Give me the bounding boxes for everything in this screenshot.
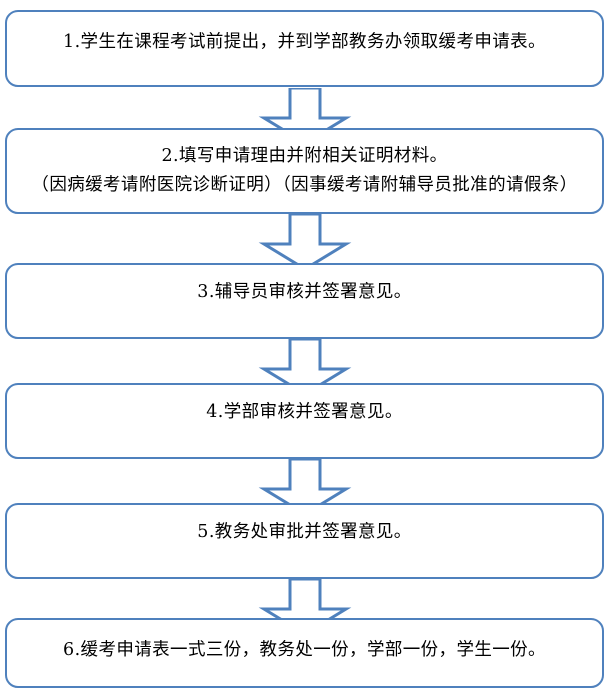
down-arrow-icon-3 [257, 339, 353, 397]
flow-node-step-2[interactable]: 2.填写申请理由并附相关证明材料。 （因病缓考请附医院诊断证明）（因事缓考请附辅… [5, 128, 604, 214]
flow-node-step-4[interactable]: 4.学部审核并签署意见。 [5, 383, 604, 459]
flow-node-step-3[interactable]: 3.辅导员审核并签署意见。 [5, 263, 604, 339]
flow-node-step-1-line-1: 1.学生在课程考试前提出，并到学部教务办领取缓考申请表。 [63, 32, 546, 52]
flow-node-step-2-line-2: （因病缓考请附医院诊断证明）（因事缓考请附辅导员批准的请假条） [31, 175, 578, 195]
flow-node-step-5[interactable]: 5.教务处审批并签署意见。 [5, 503, 604, 579]
down-arrow-icon-4 [257, 459, 353, 517]
down-arrow-icon-2 [257, 214, 353, 272]
flow-node-step-3-line-1: 3.辅导员审核并签署意见。 [197, 282, 412, 302]
flow-node-step-6-line-1: 6.缓考申请表一式三份，教务处一份，学部一份，学生一份。 [63, 640, 546, 660]
flow-node-step-4-line-1: 4.学部审核并签署意见。 [206, 402, 403, 422]
flow-node-step-1[interactable]: 1.学生在课程考试前提出，并到学部教务办领取缓考申请表。 [5, 10, 604, 87]
flow-node-step-6[interactable]: 6.缓考申请表一式三份，教务处一份，学部一份，学生一份。 [5, 618, 604, 688]
flow-node-step-2-line-1: 2.填写申请理由并附相关证明材料。 [161, 146, 448, 166]
flow-node-step-5-line-1: 5.教务处审批并签署意见。 [197, 522, 412, 542]
